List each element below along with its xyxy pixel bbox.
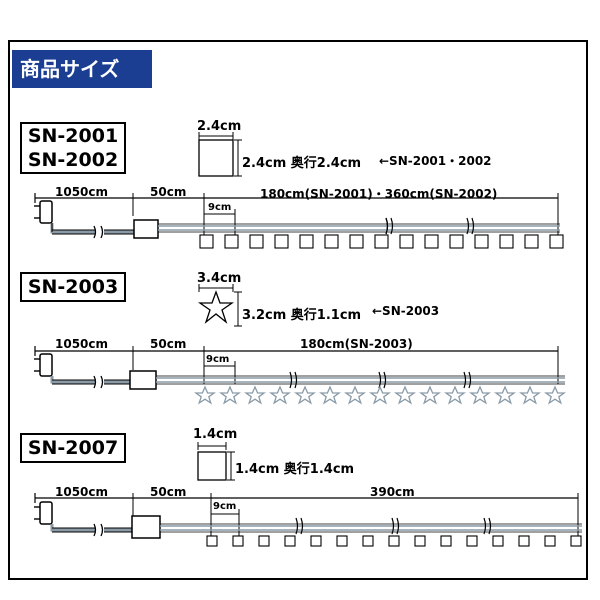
model-name-sn2003: SN-2003 <box>27 276 119 298</box>
bulb <box>336 535 348 547</box>
bulb <box>199 234 214 249</box>
light-length-3: 390cm <box>370 485 415 499</box>
bulb <box>284 535 296 547</box>
model-label-sn2001-2002: SN-2001 SN-2002 <box>20 122 126 174</box>
star-bulb <box>519 385 541 405</box>
section-header: 商品サイズ <box>12 50 152 88</box>
bulb-dims-3: 1.4cm 奥行1.4cm <box>235 462 355 477</box>
star-bulb <box>444 385 466 405</box>
bulb-dims-1: 2.4cm 奥行2.4cm <box>242 156 362 171</box>
star-bulb <box>319 385 341 405</box>
star-size-shape-2 <box>197 290 235 324</box>
controller-2 <box>129 370 157 390</box>
bulb <box>299 234 314 249</box>
bulb <box>232 535 244 547</box>
lead-length-1: 1050cm <box>55 185 109 199</box>
bulb-note-2: ←SN-2003 <box>372 304 440 318</box>
bulb <box>440 535 452 547</box>
bulb <box>499 234 514 249</box>
control-length-2: 50cm <box>150 337 187 351</box>
bulb <box>466 535 478 547</box>
bulb <box>449 234 464 249</box>
spacing-2: 9cm <box>206 354 230 365</box>
bulb <box>414 535 426 547</box>
star-bulb <box>494 385 516 405</box>
bulb <box>249 234 264 249</box>
bulb <box>492 535 504 547</box>
star-bulb <box>344 385 366 405</box>
bulb <box>362 535 374 547</box>
model-name-sn2002: SN-2002 <box>27 149 119 171</box>
model-label-sn2003: SN-2003 <box>20 272 126 302</box>
section3-graphics <box>34 442 582 539</box>
section3-bulbs <box>206 535 582 547</box>
bulb <box>258 535 270 547</box>
lead-length-3: 1050cm <box>55 485 109 499</box>
section2-stars <box>194 385 566 405</box>
bulb <box>349 234 364 249</box>
star-bulb <box>369 385 391 405</box>
star-bulb <box>394 385 416 405</box>
model-label-sn2007: SN-2007 <box>20 433 126 463</box>
bulb-size-box-1 <box>198 139 234 177</box>
section1-bulbs <box>199 234 564 249</box>
plug-1 <box>39 200 53 224</box>
star-bulb <box>419 385 441 405</box>
control-length-1: 50cm <box>150 185 187 199</box>
controller-3 <box>131 515 161 539</box>
bulb <box>206 535 218 547</box>
bulb <box>524 234 539 249</box>
bulb <box>274 234 289 249</box>
plug-3 <box>39 501 53 525</box>
light-length-2: 180cm(SN-2003) <box>300 337 413 351</box>
control-length-3: 50cm <box>150 485 187 499</box>
section1-graphics <box>34 132 560 239</box>
bulb-dims-2: 3.2cm 奥行1.1cm <box>242 308 362 323</box>
bulb <box>544 535 556 547</box>
star-bulb <box>244 385 266 405</box>
bulb <box>374 234 389 249</box>
star-bulb <box>194 385 216 405</box>
bulb-size-box-3 <box>197 451 227 481</box>
bulb <box>324 234 339 249</box>
bulb <box>310 535 322 547</box>
bulb <box>424 234 439 249</box>
bulb-width-1: 2.4cm <box>197 119 242 134</box>
star-bulb <box>219 385 241 405</box>
bulb <box>549 234 564 249</box>
model-name-sn2007: SN-2007 <box>27 437 119 459</box>
lead-length-2: 1050cm <box>55 337 109 351</box>
bulb <box>399 234 414 249</box>
bulb <box>570 535 582 547</box>
bulb-note-1: ←SN-2001・2002 <box>379 154 492 168</box>
section2-graphics <box>34 284 565 390</box>
star-bulb <box>544 385 566 405</box>
spacing-1: 9cm <box>208 202 232 213</box>
plug-2 <box>39 353 53 377</box>
controller-1 <box>133 219 159 239</box>
star-bulb <box>469 385 491 405</box>
bulb-width-3: 1.4cm <box>193 427 238 442</box>
star-bulb <box>269 385 291 405</box>
bulb <box>224 234 239 249</box>
bulb <box>388 535 400 547</box>
model-name-sn2001: SN-2001 <box>27 125 119 147</box>
star-bulb <box>294 385 316 405</box>
bulb <box>518 535 530 547</box>
spacing-3: 9cm <box>213 501 237 512</box>
bulb-width-2: 3.4cm <box>197 271 242 286</box>
bulb <box>474 234 489 249</box>
